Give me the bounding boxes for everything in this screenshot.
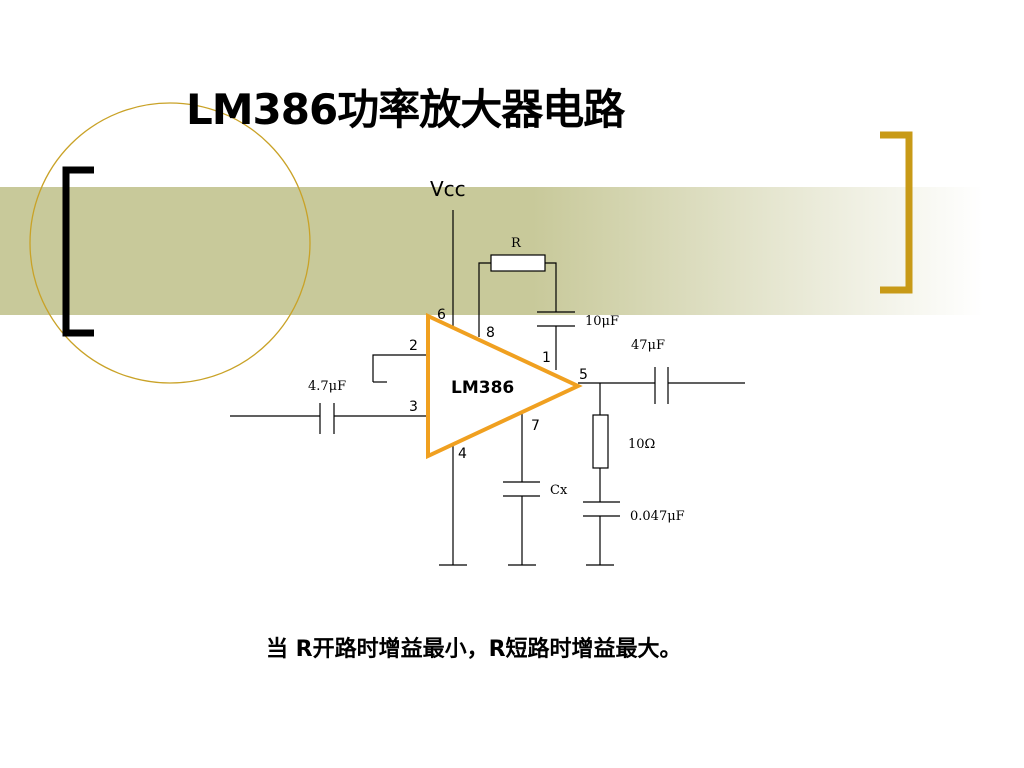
slide-caption: 当 R开路时增益最小，R短路时增益最大。 xyxy=(266,637,682,662)
left-bracket xyxy=(62,166,94,337)
pin2-wire xyxy=(372,354,428,382)
bypass-cap-label: Cx xyxy=(550,483,568,498)
gain-cap-label: 10μF xyxy=(585,314,619,329)
decorative-circle xyxy=(29,102,311,384)
decorative-band xyxy=(0,187,1024,315)
gain-wire-right xyxy=(545,262,557,312)
input-cap-label: 4.7μF xyxy=(308,379,346,394)
pin-1-label: 1 xyxy=(542,350,551,366)
pin8-wire xyxy=(478,262,491,337)
pin-3-label: 3 xyxy=(409,399,418,415)
pin-4-label: 4 xyxy=(458,446,467,462)
zobel-resistor-label: 10Ω xyxy=(628,437,655,452)
output-cap-label: 47μF xyxy=(631,338,665,353)
gain-resistor xyxy=(490,254,546,272)
pin-5-label: 5 xyxy=(579,367,588,383)
pin-2-label: 2 xyxy=(409,338,418,354)
gain-resistor-label: R xyxy=(511,236,522,251)
slide-title: LM386功率放大器电路 xyxy=(186,85,625,134)
zobel-cap-label: 0.047μF xyxy=(630,509,685,524)
zobel-resistor xyxy=(592,414,609,469)
amplifier-label: LM386 xyxy=(451,378,514,398)
pin-7-label: 7 xyxy=(531,418,540,434)
pin-8-label: 8 xyxy=(486,325,495,341)
vcc-label: Vcc xyxy=(430,177,466,201)
pin-6-label: 6 xyxy=(437,307,446,323)
right-bracket xyxy=(880,131,913,294)
amplifier-triangle xyxy=(426,312,583,460)
